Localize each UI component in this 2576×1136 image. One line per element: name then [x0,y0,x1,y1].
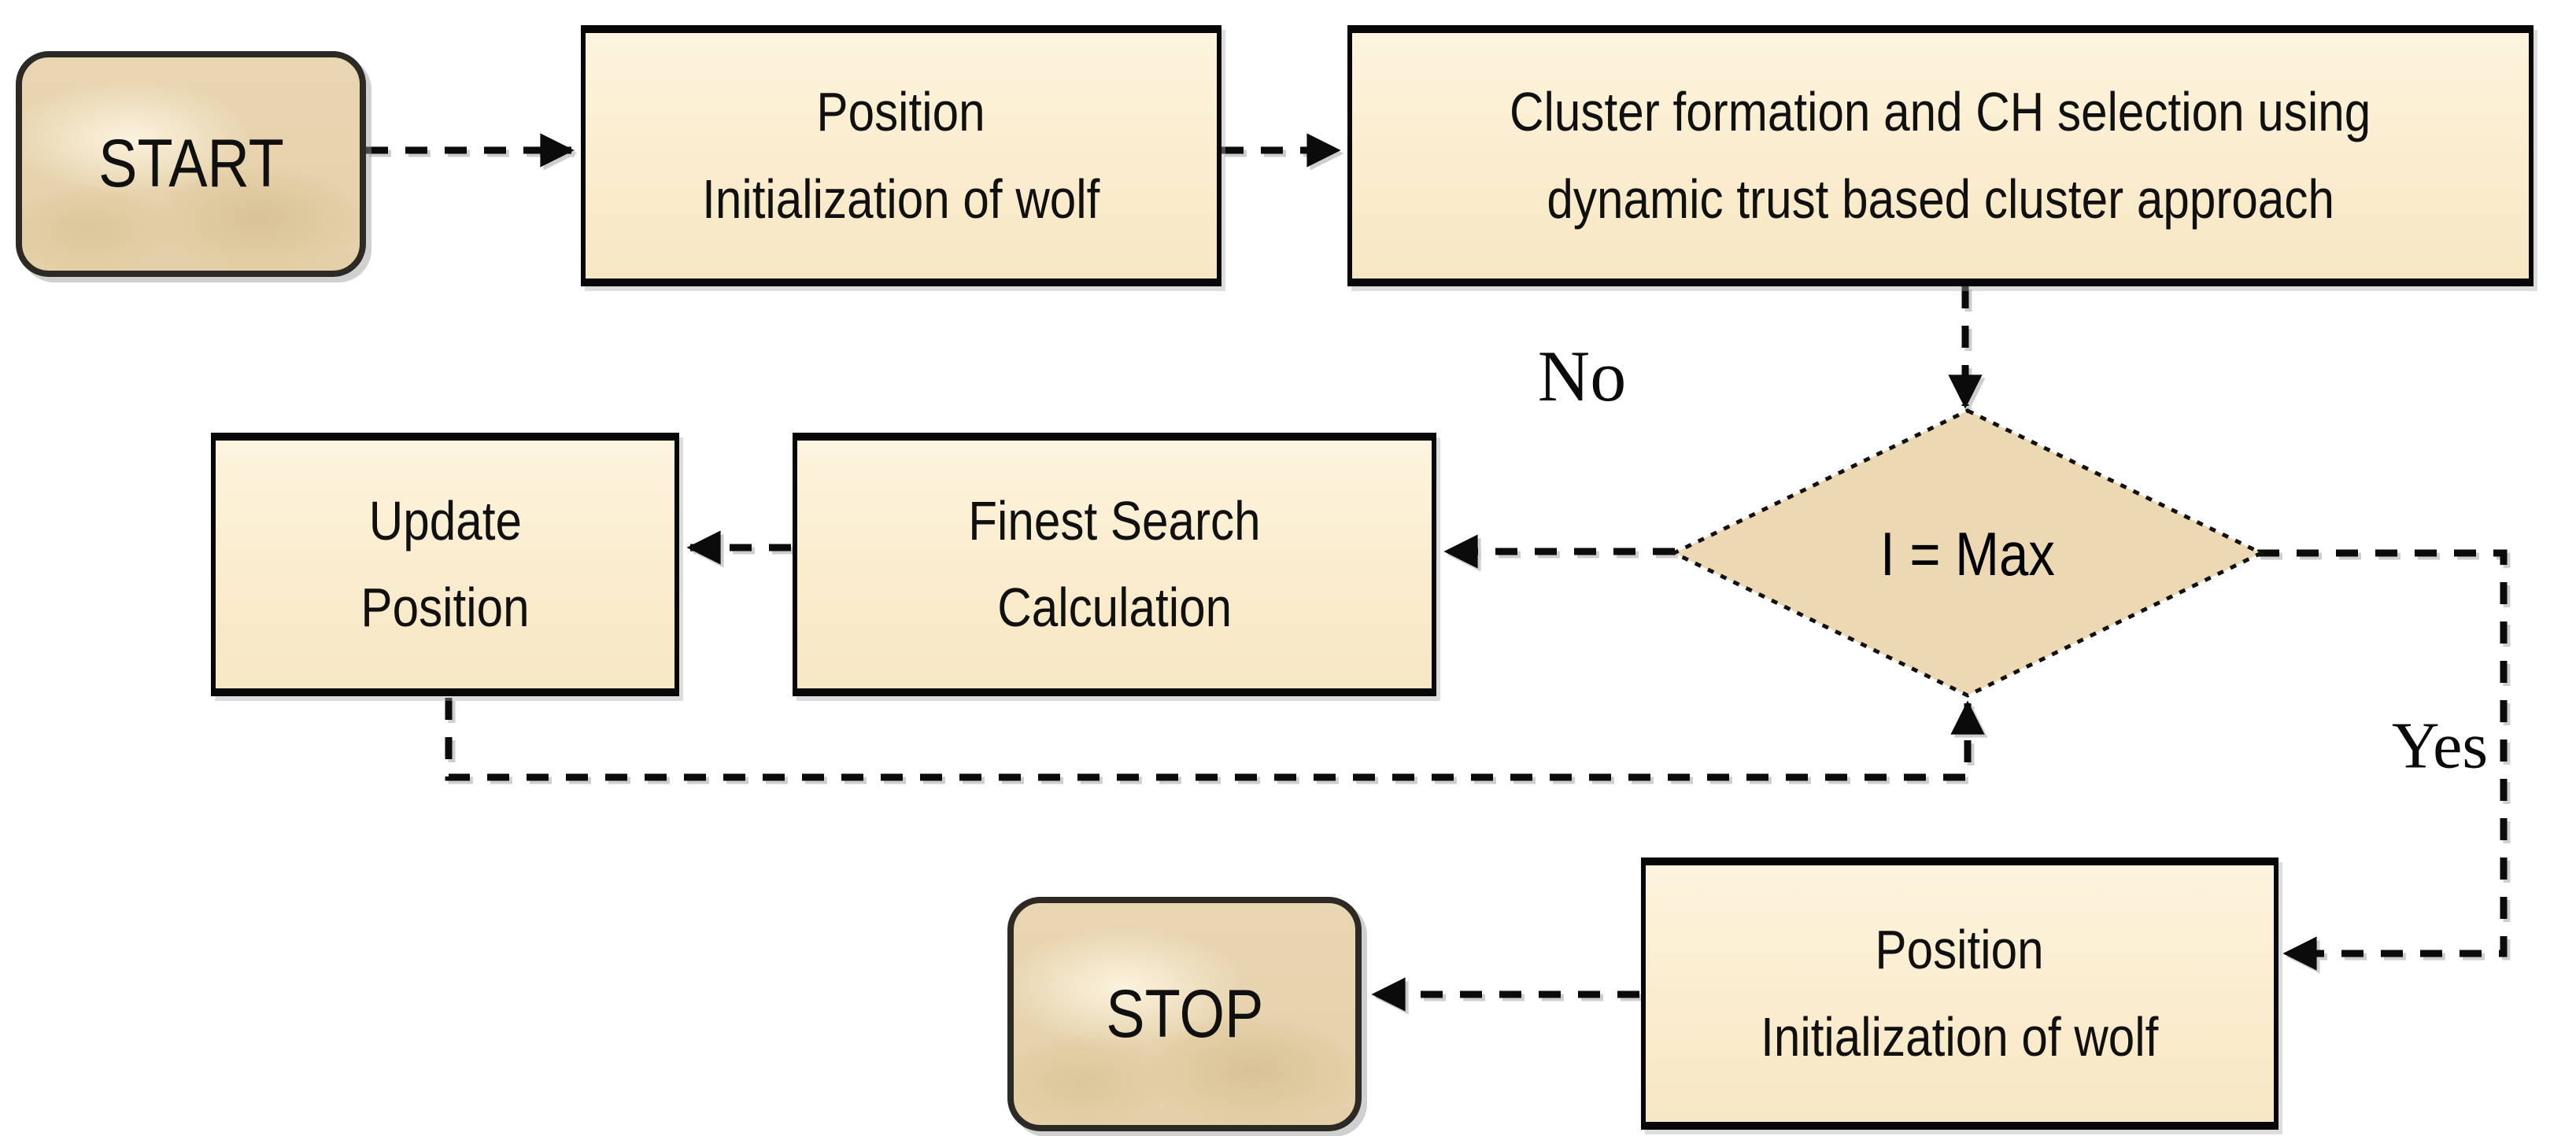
position-init-top-line1: Position [816,81,986,142]
node-cluster-formation: Cluster formation and CH selection using… [1347,25,2533,286]
edge-label-no: No [1537,336,1627,416]
node-decision [1670,408,2265,698]
decision-label-box: I = Max [1810,503,2125,606]
start-label: START [98,126,284,202]
finest-search-line1: Finest Search [968,489,1261,551]
update-position-line1: Update [368,489,522,551]
position-init-bottom-line2: Initialization of wolf [1761,1006,2159,1068]
node-start: START [16,51,366,277]
finest-search-line2: Calculation [997,577,1232,639]
cluster-formation-line1: Cluster formation and CH selection using [1510,81,2371,142]
node-stop: STOP [1007,897,1362,1131]
position-init-bottom-line1: Position [1875,918,2045,980]
decision-label: I = Max [1880,519,2055,589]
cluster-formation-line2: dynamic trust based cluster approach [1547,168,2334,230]
node-finest-search: Finest Search Calculation [793,433,1436,696]
node-position-initialization-bottom: Position Initialization of wolf [1641,858,2278,1130]
decision-diamond-shape [1670,408,2265,698]
edge-update-position-feedback-to-decision [445,698,1985,781]
stop-label: STOP [1105,976,1264,1052]
update-position-line2: Position [360,577,530,639]
edge-decision-yes-to-position-init-bottom [2257,549,2508,971]
position-init-top-line2: Initialization of wolf [702,168,1100,230]
node-update-position: Update Position [211,433,679,696]
node-position-initialization-top: Position Initialization of wolf [581,25,1221,286]
edge-label-yes: Yes [2391,709,2489,783]
